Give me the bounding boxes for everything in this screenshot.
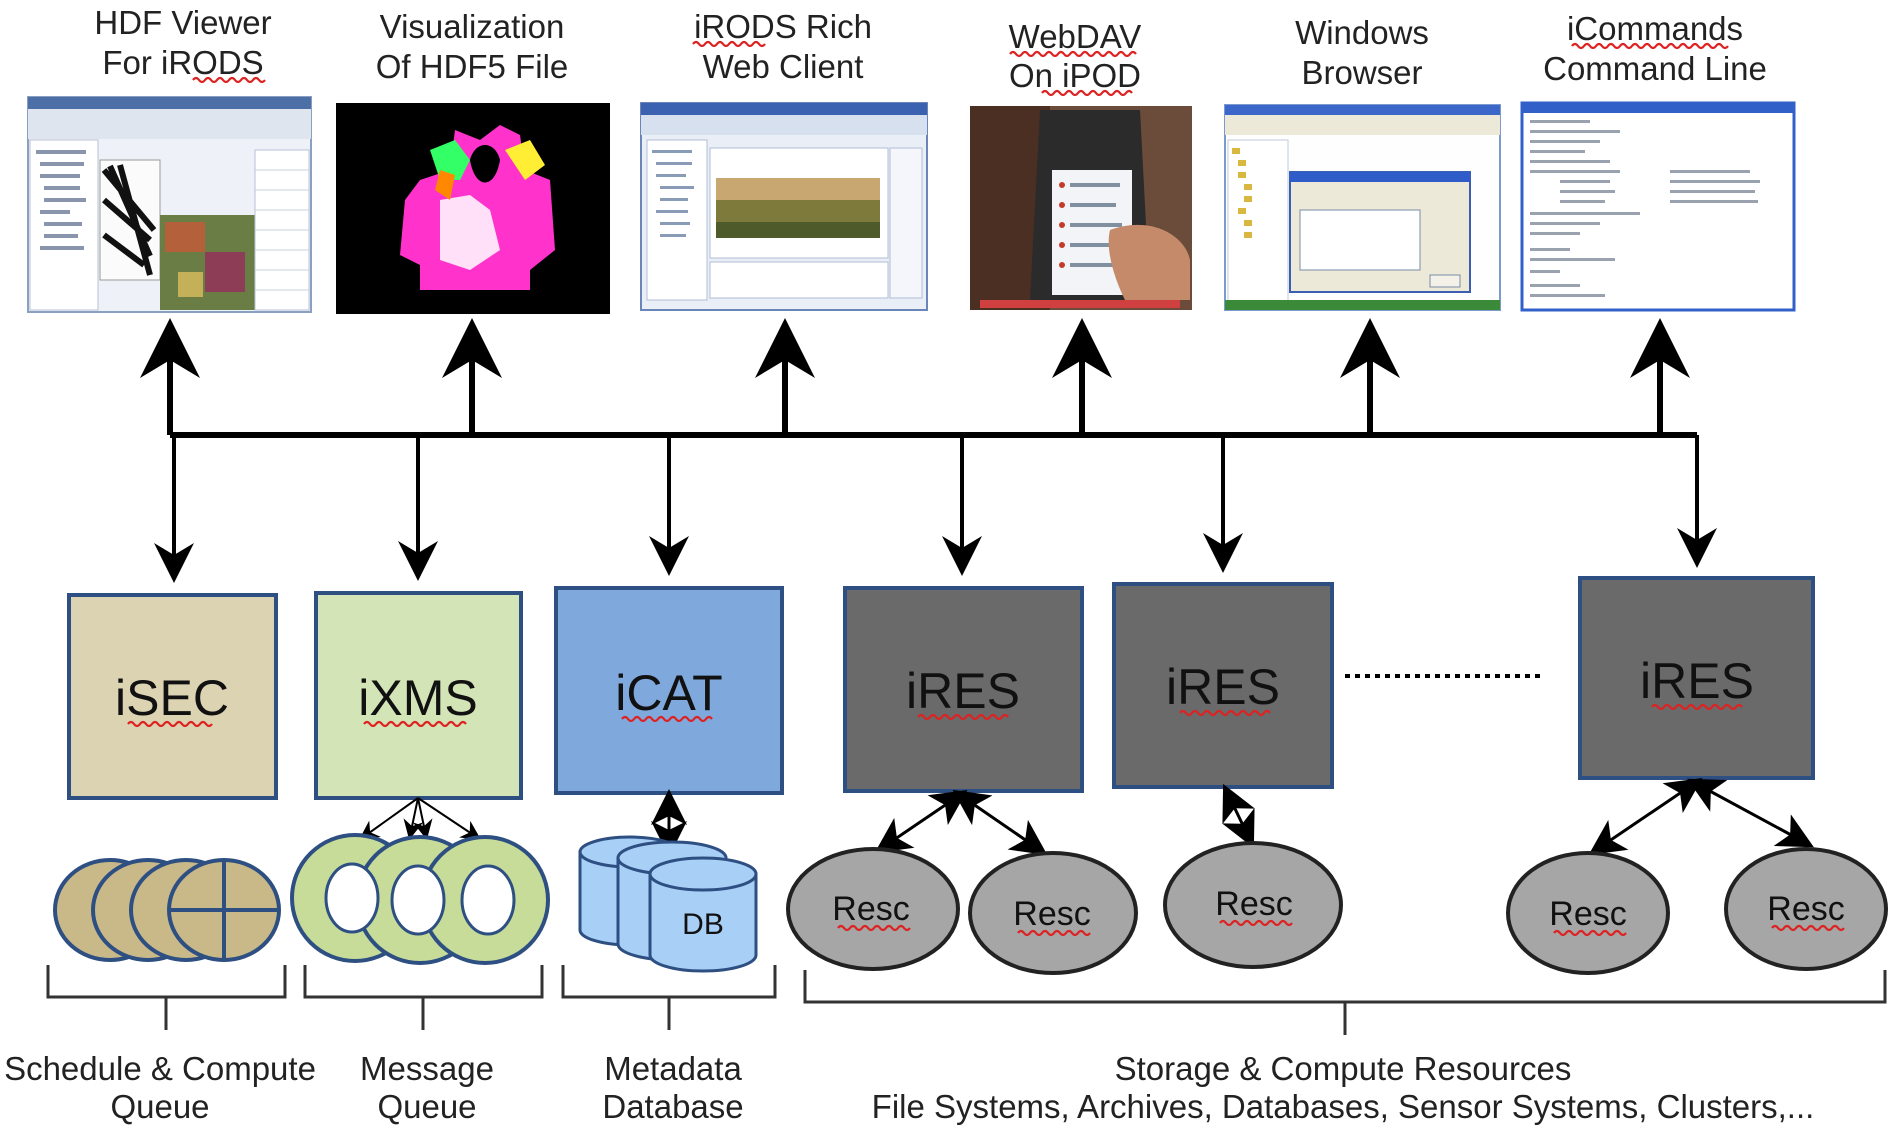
client-subtitle: Command Line [1543,50,1767,87]
web-client-screenshot [640,102,928,311]
database-icon: DB [578,789,758,973]
resource-label: Resc [1215,885,1292,923]
component-box [554,586,784,795]
component-label-isec: iSEC [115,670,229,726]
resource-node [1506,851,1670,975]
resource-label: Resc [1549,895,1626,933]
resource-label: Resc [1767,890,1844,928]
client-title: iRODS Rich [694,8,872,45]
component-box [314,591,523,800]
component-label-ires: iRES [906,663,1020,719]
resource-ellipses [786,841,1888,975]
caption-metadata-database: Metadata [604,1050,742,1087]
message-queue-icon [290,797,550,965]
resource-node [786,847,960,971]
component-boxes [67,576,1815,800]
client-title: Visualization [380,8,565,45]
client-subtitle: Web Client [703,48,864,85]
caption-message-queue: Message [360,1050,494,1087]
caption-metadata-database-line2: Database [602,1088,743,1125]
brackets [46,965,1887,1035]
client-title: iCommands [1567,10,1743,47]
resource-label: Resc [1013,895,1090,933]
bracket [303,965,544,1030]
component-box [67,593,278,800]
component-label-icat: iCAT [615,665,722,721]
client-subtitle: On iPOD [1009,57,1141,94]
client-subtitle: Browser [1301,54,1422,91]
resource-node [1163,841,1343,969]
client-subtitle: For iRODS [102,44,263,81]
bracket [561,965,777,1030]
bracket [803,970,1887,1035]
component-box [1578,576,1815,780]
resource-labels: Resc Resc Resc Resc Resc [832,885,1845,937]
client-title: HDF Viewer [94,4,271,41]
windows-browser-screenshot [1224,104,1501,311]
component-label-ires: iRES [1166,659,1280,715]
spellcheck-underlines [192,40,1729,97]
resource-label: Resc [832,890,909,928]
client-subtitle: Of HDF5 File [376,48,569,85]
caption-schedule-queue-line2: Queue [110,1088,209,1125]
command-line-screenshot [1520,101,1796,312]
ipod-photo [970,106,1192,310]
caption-storage-resources-line2: File Systems, Archives, Databases, Senso… [872,1088,1815,1125]
caption-schedule-queue: Schedule & Compute [4,1050,316,1087]
component-box [1112,582,1334,789]
resource-node [968,851,1138,975]
captions: Schedule & Compute Queue Message Queue M… [4,1050,1814,1125]
bracket [46,965,287,1030]
schedule-queue-icon [53,858,281,962]
client-titles: HDF Viewer For iRODS Visualization Of HD… [94,4,1767,94]
hdf-viewer-screenshot [27,96,312,313]
component-labels: iSEC iXMS iCAT iRES iRES iRES [115,653,1754,728]
client-title: Windows [1295,14,1429,51]
caption-storage-resources: Storage & Compute Resources [1115,1050,1572,1087]
hdf5-visualization-image [336,103,610,314]
client-title: WebDAV [1009,18,1142,55]
db-label: DB [682,908,724,941]
connector-bus [140,318,1717,583]
component-label-ires: iRES [1640,653,1754,709]
resource-links [874,777,1814,856]
component-label-ixms: iXMS [358,670,477,726]
caption-message-queue-line2: Queue [377,1088,476,1125]
component-box [843,586,1084,793]
resource-node [1724,847,1888,971]
